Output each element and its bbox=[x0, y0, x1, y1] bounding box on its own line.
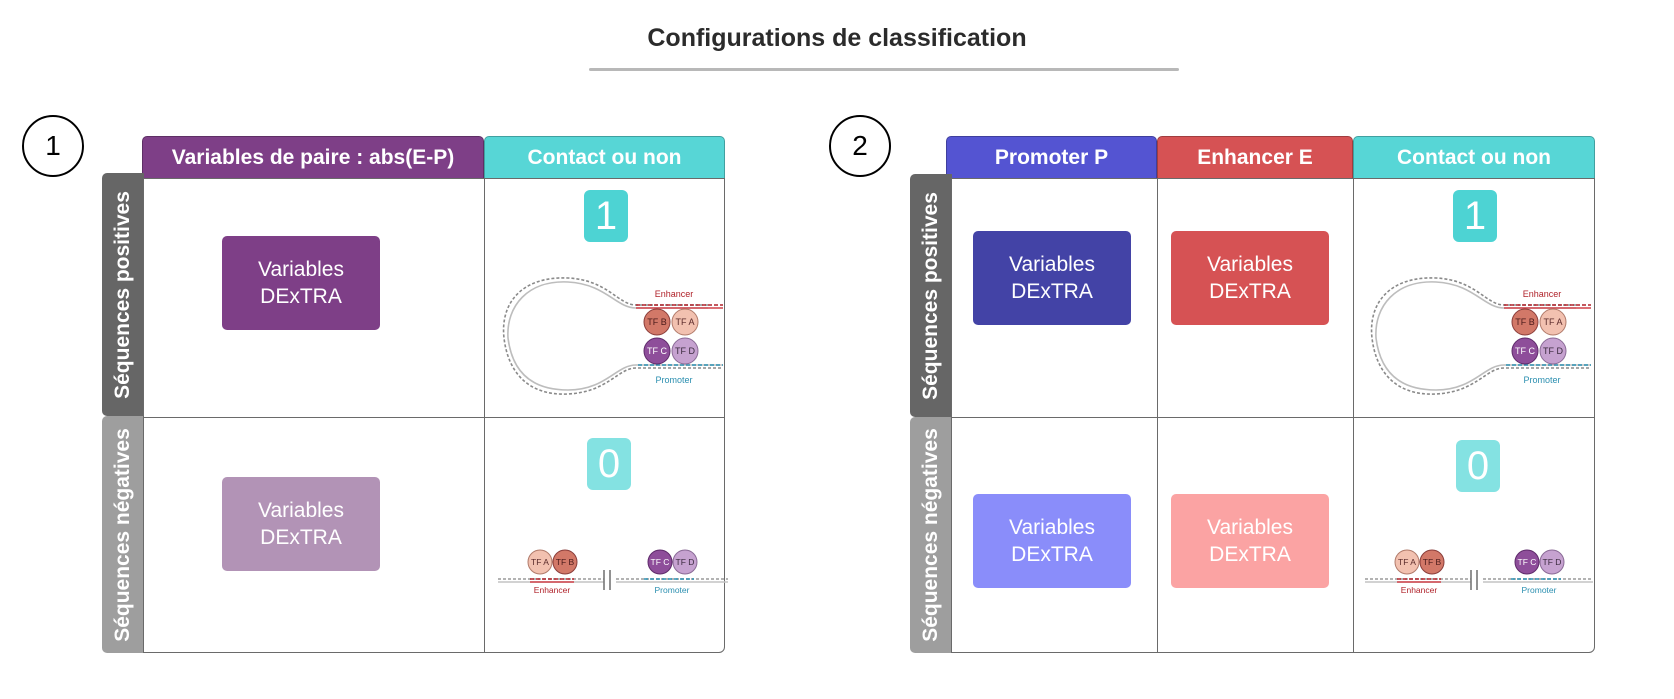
config2-promoter-negative-box: Variables DExTRA bbox=[973, 494, 1131, 588]
config2-enhancer-positive-box: Variables DExTRA bbox=[1171, 231, 1329, 325]
config1-neg-enhancer-label: Enhancer bbox=[534, 585, 571, 595]
config2-tfb-label: TF B bbox=[1515, 317, 1535, 327]
config2-enhancer-negative-box: Variables DExTRA bbox=[1171, 494, 1329, 588]
config1-neg-tfd-label: TF D bbox=[676, 557, 695, 567]
config1-neg-tfb-label: TF B bbox=[556, 557, 575, 567]
config1-tfb-label: TF B bbox=[647, 317, 667, 327]
config2-enhancer-label: Enhancer bbox=[1523, 289, 1562, 299]
config2-number-circle: 2 bbox=[829, 115, 891, 177]
config1-enhancer-label: Enhancer bbox=[655, 289, 694, 299]
config2-row-negative: Séquences négatives bbox=[910, 417, 952, 653]
config1-row-positive: Séquences positives bbox=[102, 173, 144, 416]
title-divider bbox=[589, 68, 1179, 71]
config1-tfc-label: TF C bbox=[647, 346, 667, 356]
config2-tfc-label: TF C bbox=[1515, 346, 1535, 356]
config1-tfa-label: TF A bbox=[675, 317, 694, 327]
config1-label-negative: 0 bbox=[587, 438, 631, 490]
config2-neg-tfb-label: TF B bbox=[1423, 557, 1442, 567]
config2-promoter-label: Promoter bbox=[1523, 375, 1560, 385]
config2-header-promoter: Promoter P bbox=[946, 136, 1157, 178]
config2-loop-illustration: TF B TF A TF C TF D Enhancer Promoter bbox=[1370, 277, 1591, 395]
config2-neg-tfa-label: TF A bbox=[1398, 557, 1416, 567]
config2-label-positive: 1 bbox=[1453, 190, 1497, 242]
config2-row-positive-label: Séquences positives bbox=[919, 191, 942, 400]
config2-linear-illustration: TF A TF B TF C TF D Enhancer Promoter bbox=[1365, 549, 1593, 595]
config2-header-contact: Contact ou non bbox=[1353, 136, 1595, 178]
config2-row-positive: Séquences positives bbox=[910, 174, 952, 417]
config1-promoter-label: Promoter bbox=[655, 375, 692, 385]
config2-neg-tfd-label: TF D bbox=[1543, 557, 1562, 567]
config1-pair-positive-box: Variables DExTRA bbox=[222, 236, 380, 330]
config1-pair-negative-box: Variables DExTRA bbox=[222, 477, 380, 571]
config1-header-pair: Variables de paire : abs(E-P) bbox=[142, 136, 484, 178]
config1-row-positive-label: Séquences positives bbox=[111, 190, 134, 399]
config2-promoter-positive-box: Variables DExTRA bbox=[973, 231, 1131, 325]
config2-tfa-label: TF A bbox=[1543, 317, 1562, 327]
config2-row-negative-label: Séquences négatives bbox=[919, 428, 942, 642]
config1-label-positive: 1 bbox=[584, 190, 628, 242]
config1-neg-tfa-label: TF A bbox=[531, 557, 549, 567]
config2-neg-enhancer-label: Enhancer bbox=[1401, 585, 1438, 595]
config1-number-circle: 1 bbox=[22, 115, 84, 177]
config1-row-negative: Séquences négatives bbox=[102, 416, 144, 653]
config1-row-negative-label: Séquences négatives bbox=[111, 427, 134, 642]
config2-tfd-label: TF D bbox=[1543, 346, 1563, 356]
config1-tfd-label: TF D bbox=[675, 346, 695, 356]
config2-neg-promoter-label: Promoter bbox=[1522, 585, 1557, 595]
config2-header-enhancer: Enhancer E bbox=[1157, 136, 1353, 178]
config1-linear-illustration: TF A TF B TF C TF D Enhancer Promoter bbox=[498, 549, 728, 595]
config1-neg-tfc-label: TF C bbox=[651, 557, 670, 567]
config2-neg-tfc-label: TF C bbox=[1518, 557, 1537, 567]
config2-label-negative: 0 bbox=[1456, 440, 1500, 492]
config1-neg-promoter-label: Promoter bbox=[655, 585, 690, 595]
config1-loop-illustration: TF B TF A TF C TF D Enhancer Promoter bbox=[502, 277, 723, 395]
page-title: Configurations de classification bbox=[647, 24, 1027, 52]
config1-header-contact: Contact ou non bbox=[484, 136, 725, 178]
